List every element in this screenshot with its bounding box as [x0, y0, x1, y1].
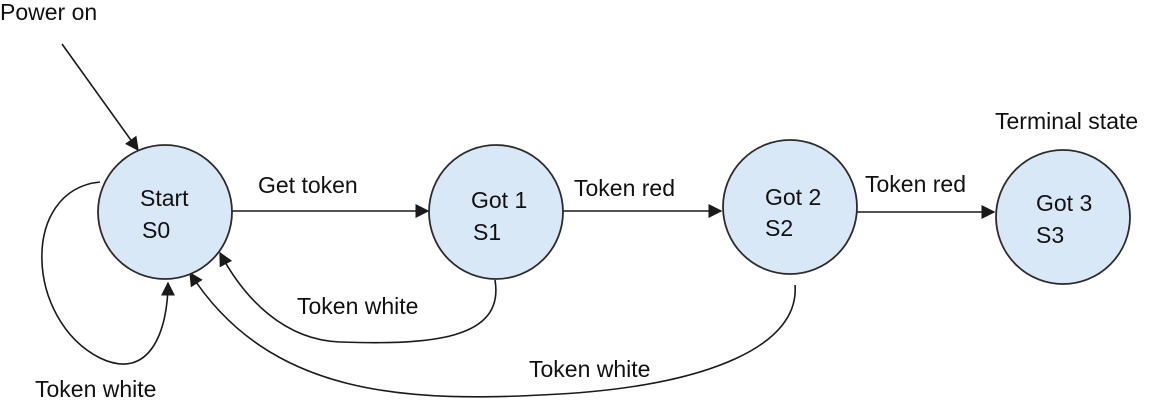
transition-label-s0-s1: Get token — [258, 172, 358, 198]
transition-label-s0-self: Token white — [35, 376, 156, 402]
state-s1-name: Got 1 — [471, 187, 527, 213]
state-s0-name: Start — [140, 185, 189, 211]
state-s3-name: Got 3 — [1036, 190, 1092, 216]
transition-label-s2-s0: Token white — [529, 356, 650, 382]
state-s3-id: S3 — [1036, 222, 1064, 248]
transition-label-s1-s2: Token red — [574, 175, 675, 201]
transition-label-s1-s0: Token white — [297, 293, 418, 319]
state-s2: Got 2 S2 — [722, 139, 858, 275]
power-on-label: Power on — [0, 0, 97, 25]
state-s3: Got 3 S3 — [995, 149, 1131, 285]
state-s2-id: S2 — [765, 215, 793, 241]
power-on-arrow — [61, 43, 139, 152]
edge-s2-s0 — [189, 271, 796, 398]
state-s1: Got 1 S1 — [428, 144, 564, 280]
terminal-state-label: Terminal state — [995, 108, 1138, 134]
edge-s1-s0 — [219, 251, 497, 344]
state-s2-name: Got 2 — [765, 184, 821, 210]
transition-label-s2-s3: Token red — [865, 171, 966, 197]
state-s1-id: S1 — [473, 219, 501, 245]
state-s0-id: S0 — [142, 217, 170, 243]
state-s0: Start S0 — [97, 144, 233, 280]
edge-s0-self-loop — [41, 181, 175, 365]
